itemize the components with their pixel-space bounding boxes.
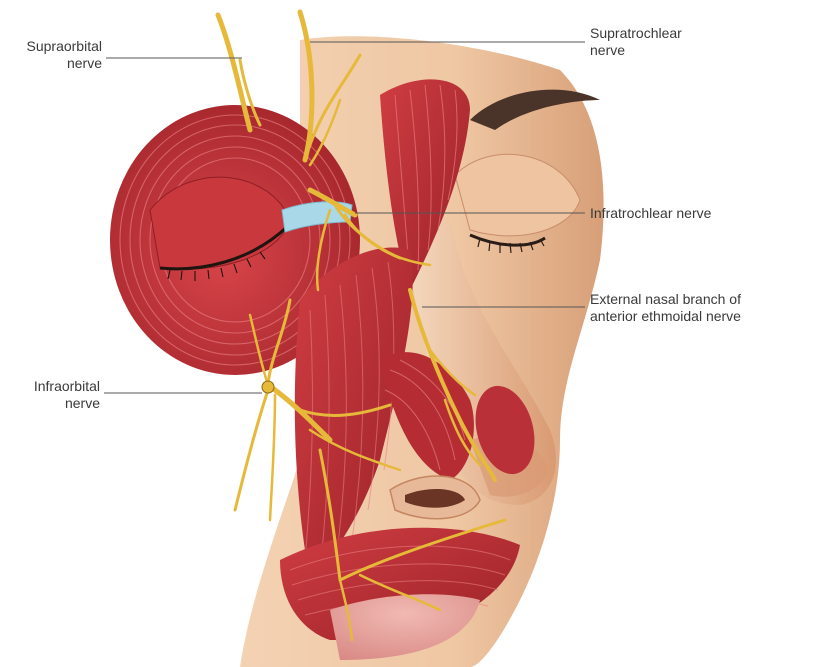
infraorbital-nerve-med-2 (308, 428, 402, 472)
levator-fibers (304, 261, 395, 571)
upper-lip (330, 594, 480, 660)
infraorbital-nerve-down-1 (233, 388, 270, 512)
alar-muscle (475, 385, 535, 475)
procerus-fibers (394, 84, 458, 281)
label-supraorbital-nerve: Supraorbital nerve (10, 38, 103, 72)
left-eyelash-strands (167, 251, 266, 281)
label-infratrochlear-line1: Infratrochlear nerve (590, 205, 712, 221)
supraorbital-nerve-branch (215, 12, 253, 133)
nerves (215, 9, 507, 642)
infraorbital-nerve-low-4 (358, 573, 442, 612)
label-external-nasal-branch: External nasal branch of anterior ethmoi… (590, 291, 741, 325)
infraorbital-nerve-up-2 (248, 313, 270, 387)
nostril-opening (405, 488, 465, 508)
infraorbital-foramen (261, 380, 275, 394)
orbicularis-fibers (119, 114, 351, 366)
label-supraorbital-line1: Supraorbital (26, 38, 103, 54)
nasalis-fibers (384, 359, 466, 471)
external-nasal-nerve-branch-2 (443, 398, 482, 467)
external-nasal-nerve (408, 288, 497, 482)
label-infraorbital-line2: nerve (64, 395, 100, 411)
supratrochlear-nerve-branch-2 (303, 53, 362, 162)
left-eyelashes (159, 224, 290, 271)
right-eyebrow (470, 89, 600, 130)
label-supraorbital-line2: nerve (66, 55, 102, 71)
nasalis-muscle (380, 352, 474, 480)
right-eyelash-strands (477, 237, 545, 254)
label-external-nasal-line1: External nasal branch of (590, 291, 741, 307)
supraorbital-nerve-branch-2 (238, 58, 262, 127)
infratrochlear-nerve-branch-3 (315, 208, 332, 292)
label-infraorbital-nerve: Infraorbital nerve (10, 378, 100, 412)
infratrochlear-nerve-branch-2 (343, 213, 432, 267)
infraorbital-nerve-up-1 (266, 298, 292, 387)
label-infratrochlear-nerve: Infratrochlear nerve (590, 205, 711, 222)
external-nasal-nerve-branch (428, 348, 477, 397)
infraorbital-nerve-med-1 (298, 403, 392, 417)
infraorbital-nerve-down-2 (268, 393, 277, 522)
supratrochlear-nerve-branch (297, 9, 315, 163)
label-supratrochlear-line2: nerve (590, 42, 626, 58)
label-infraorbital-line1: Infraorbital (33, 378, 100, 394)
infraorbital-nerve-low-3 (338, 578, 354, 642)
infraorbital-nerve-low-2 (338, 518, 507, 582)
procerus-muscle (380, 79, 470, 290)
supratrochlear-nerve-branch-3 (308, 98, 342, 167)
infraorbital-nerve-low-1 (318, 448, 342, 582)
right-eyelid (454, 153, 581, 237)
label-supratrochlear-line1: Supratrochlear (590, 25, 682, 41)
label-supratrochlear-nerve: Supratrochlear nerve (590, 25, 682, 59)
leader-lines (104, 41, 585, 394)
label-external-nasal-line2: anterior ethmoidal nerve (590, 308, 741, 324)
